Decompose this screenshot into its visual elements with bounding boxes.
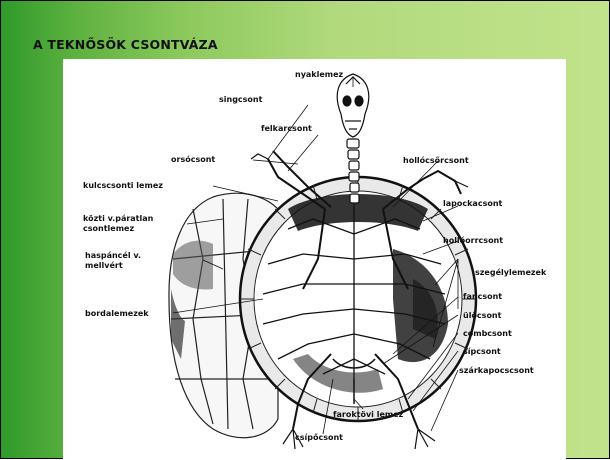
- label-szegelylemezek: szegélylemezek: [475, 268, 546, 277]
- label-bordalemezek: bordalemezek: [85, 309, 149, 318]
- label-hollocsorcsont: hollócsőrcsont: [403, 156, 469, 165]
- label-sipcsont: sípcsont: [463, 347, 501, 356]
- label-lapockacsont: lapockacsont: [443, 199, 502, 208]
- turtle-skeleton-figure: nyaklemez singcsont felkarcsont orsócson…: [63, 59, 566, 460]
- label-csipocsont: csípőcsont: [295, 433, 343, 442]
- label-fancsont: fancsont: [463, 292, 502, 301]
- label-faroktovi-lemez: faroktövi lemez: [333, 410, 403, 419]
- label-haspancel-2: mellvért: [85, 261, 123, 270]
- label-szarkapocscsont: szárkapocscsont: [459, 366, 534, 375]
- label-ulocsont: ülőcsont: [463, 311, 501, 320]
- label-nyaklemez: nyaklemez: [295, 70, 343, 79]
- label-holloorrcsont: hollóorrcsont: [443, 236, 503, 245]
- label-haspancel-1: haspáncél v.: [85, 251, 141, 260]
- label-orsocsont: orsócsont: [171, 155, 215, 164]
- label-kozti-lemez-2: csontlemez: [83, 224, 134, 233]
- slide-title: A TEKNŐSÖK CSONTVÁZA: [33, 37, 218, 52]
- label-combcsont: combcsont: [463, 329, 512, 338]
- label-kulcscsonti-lemez: kulcscsonti lemez: [83, 181, 163, 190]
- label-singcsont: singcsont: [219, 95, 262, 104]
- label-kozti-lemez-1: közti v.páratlan: [83, 214, 153, 223]
- label-felkarcsont: felkarcsont: [261, 124, 312, 133]
